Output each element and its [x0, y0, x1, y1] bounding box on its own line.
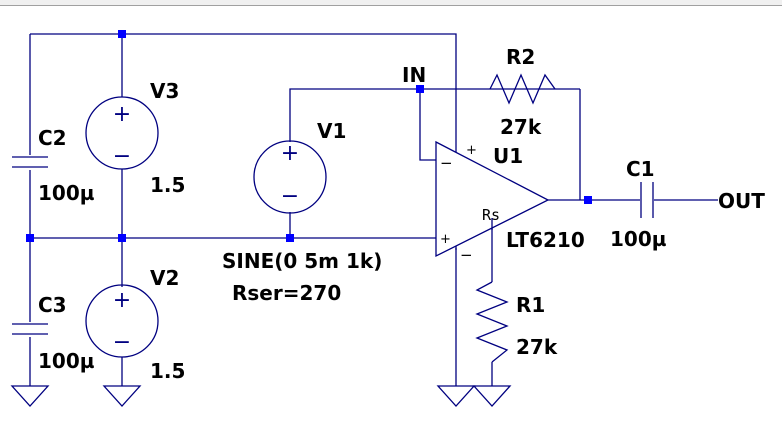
label-net-out: OUT — [718, 189, 765, 213]
node-in — [416, 85, 424, 93]
svg-text:+: + — [113, 288, 131, 313]
capacitor-c2[interactable] — [12, 156, 48, 168]
resistor-r2[interactable] — [489, 73, 556, 105]
voltage-source-v2[interactable]: + − — [85, 284, 159, 358]
label-v2-value: 1.5 — [150, 359, 185, 383]
capacitor-c3[interactable] — [12, 323, 48, 335]
label-r2-name: R2 — [506, 45, 535, 69]
opamp-pin-plus-in: + — [440, 232, 451, 247]
label-c2-value: 100µ — [38, 181, 95, 205]
label-v3-value: 1.5 — [150, 173, 185, 197]
ground-v2 — [102, 385, 142, 407]
junction-nodes — [26, 30, 592, 242]
node-top-v3 — [118, 30, 126, 38]
opamp-pin-rs: Rs — [482, 206, 500, 224]
svg-text:−: − — [113, 330, 131, 355]
svg-text:−: − — [113, 144, 131, 169]
label-r1-value: 27k — [516, 335, 558, 359]
label-c3-value: 100µ — [38, 349, 95, 373]
label-u1-value: LT6210 — [506, 228, 585, 252]
voltage-source-v3[interactable]: + − — [85, 96, 159, 170]
label-c1-name: C1 — [626, 157, 655, 181]
ground-c3 — [10, 385, 50, 407]
node-v1-bottom — [286, 234, 294, 242]
ground-r1 — [472, 385, 512, 407]
wire-in-to-minus[interactable] — [419, 89, 436, 161]
label-r1-name: R1 — [516, 293, 545, 317]
label-r2-value: 27k — [500, 115, 542, 139]
label-v1-rser: Rser=270 — [232, 281, 341, 305]
wire-v1-top[interactable] — [289, 88, 580, 142]
svg-text:+: + — [113, 102, 131, 127]
label-net-in: IN — [402, 63, 426, 87]
label-v1-value: SINE(0 5m 1k) — [222, 249, 382, 273]
opamp-pin-minus-in: − — [440, 154, 453, 172]
node-v3-v2 — [118, 234, 126, 242]
wire-top-rail[interactable] — [30, 33, 457, 142]
voltage-source-v1[interactable]: + − — [253, 140, 327, 214]
resistor-r1[interactable] — [475, 281, 509, 363]
opamp-pin-minus-bottom: − — [460, 246, 473, 264]
label-v2-name: V2 — [150, 266, 179, 290]
label-c3-name: C3 — [38, 293, 67, 317]
svg-text:−: − — [281, 184, 299, 209]
wires — [29, 33, 718, 386]
label-u1-name: U1 — [493, 144, 523, 168]
label-v1-name: V1 — [317, 119, 346, 143]
svg-text:+: + — [281, 141, 299, 166]
capacitor-c1[interactable] — [640, 182, 654, 218]
ground-opamp — [436, 385, 476, 407]
label-v3-name: V3 — [150, 79, 179, 103]
node-out — [584, 196, 592, 204]
opamp-pin-plus-top: + — [466, 143, 477, 158]
label-c1-value: 100µ — [610, 227, 667, 251]
label-c2-name: C2 — [38, 126, 67, 150]
ground-symbols — [10, 385, 512, 407]
opamp-u1[interactable] — [435, 140, 550, 258]
window-top-edge — [0, 0, 782, 6]
node-left-mid — [26, 234, 34, 242]
